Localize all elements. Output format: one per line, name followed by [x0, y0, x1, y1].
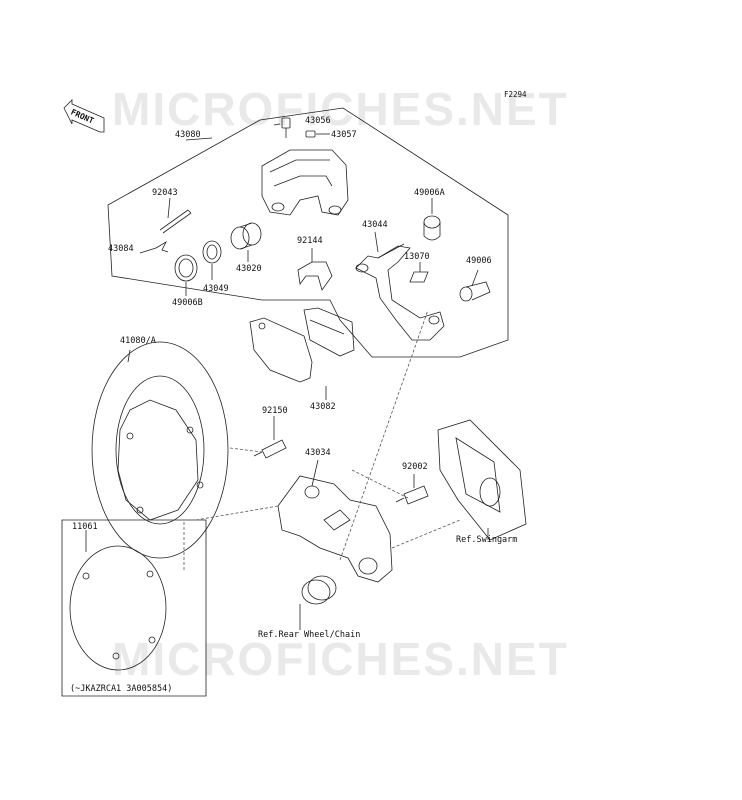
brake-pad-right-part: [303, 307, 355, 357]
bracket-bolt-part: [395, 485, 429, 505]
ref-swingarm-label: Ref.Swingarm: [456, 535, 518, 545]
label-bleed-valve: 43056: [305, 116, 331, 126]
bleed-valve-part: [281, 117, 316, 138]
figure-number: F2294: [504, 90, 527, 99]
seal-outer-part: [174, 254, 198, 282]
boot-a-part: [423, 215, 441, 241]
spring-part: [297, 261, 333, 291]
caliper-group-outline: [107, 107, 509, 358]
label-seal-inner: 43049: [203, 284, 229, 294]
brake-pad-left-part: [249, 317, 313, 383]
label-spring: 92144: [297, 236, 323, 246]
label-piston: 43020: [236, 264, 262, 274]
seal-inner-part: [202, 240, 222, 264]
boot-part: [459, 281, 491, 302]
gasket-group-box: [61, 519, 207, 697]
label-bracket: 43034: [305, 448, 331, 458]
collar-part: [301, 575, 337, 605]
front-arrow-icon: [63, 99, 105, 133]
label-boot-a: 49006A: [414, 188, 445, 198]
ref-wheel-chain-label: Ref.Rear Wheel/Chain: [258, 630, 361, 640]
label-disc: 41080/A: [120, 336, 156, 346]
label-holder: 43044: [362, 220, 388, 230]
gasket-part: [69, 545, 167, 671]
label-caliper-assy: 43080: [175, 130, 201, 140]
label-bracket-bolt: 92002: [402, 462, 428, 472]
disc-bolt-part: [253, 439, 287, 459]
caliper-body-part: [261, 149, 349, 216]
label-bleed-cap: 43057: [331, 130, 357, 140]
label-pad-assy: 43082: [310, 402, 336, 412]
watermark-bottom: MICROFICHES.NET: [112, 633, 569, 685]
clip-part: [155, 240, 169, 253]
shim-part: [409, 271, 429, 283]
label-disc-bolt: 92150: [262, 406, 288, 416]
swingarm-part: [437, 419, 527, 541]
label-boot: 49006: [466, 256, 492, 266]
label-clip: 43084: [108, 244, 134, 254]
gasket-applicability-note: (~JKAZRCA1 3A005854): [70, 684, 173, 694]
caliper-bracket-part: [277, 475, 393, 583]
label-seal-outer: 49006B: [172, 298, 203, 308]
watermark-top: MICROFICHES.NET: [112, 83, 569, 135]
label-gasket: 11061: [72, 522, 98, 532]
brake-disc-part: [91, 341, 229, 559]
pin-part: [159, 209, 192, 234]
label-shim: 13070: [404, 252, 430, 262]
piston-part: [230, 222, 262, 250]
label-pin: 92043: [152, 188, 178, 198]
holder-part: [355, 243, 445, 341]
